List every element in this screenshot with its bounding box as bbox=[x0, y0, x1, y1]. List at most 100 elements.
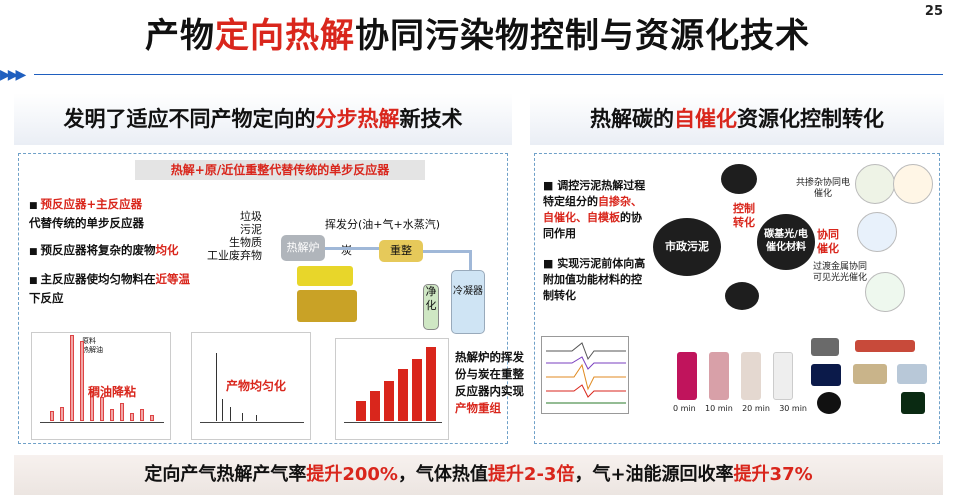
banner-text: ，气体热值 bbox=[397, 464, 488, 485]
feed-item: 垃圾 bbox=[240, 210, 262, 223]
carbon-material-label: 碳基光/电催化材料 bbox=[764, 229, 808, 253]
char-blob bbox=[721, 164, 757, 194]
generator-image bbox=[297, 266, 353, 286]
glow-image bbox=[811, 364, 841, 386]
film-image bbox=[853, 364, 887, 384]
device-photos bbox=[807, 334, 939, 418]
pellet-image bbox=[817, 392, 841, 414]
page-title-post: 协同污染物控制与资源化技术 bbox=[355, 16, 810, 56]
pyrolysis-reactor: 热解炉 bbox=[281, 235, 325, 261]
chart-bar bbox=[412, 359, 422, 421]
sludge-label: 市政污泥 bbox=[665, 240, 709, 253]
bullet-text: 调控污泥热解过程特定组分的 bbox=[543, 179, 646, 208]
chart-bar bbox=[50, 411, 54, 421]
feed-item: 污泥 bbox=[240, 223, 262, 236]
time-label: 10 min bbox=[705, 404, 733, 413]
feedstock-list: 垃圾 污泥 生物质 工业废弃物 bbox=[207, 210, 262, 262]
function-label: 过渡金属协同可见光光催化 bbox=[812, 262, 867, 283]
summary-banner: 定向产气热解产气率提升200%，气体热值提升2-3倍，气+油能源回收率提升37% bbox=[14, 455, 943, 495]
bullet-square-icon: ■ bbox=[29, 276, 38, 286]
left-panel-body: 热解+原/近位重整代替传统的单步反应器 ■预反应器+主反应器代替传统的单步反应器… bbox=[18, 153, 524, 444]
controlled-conversion: 控制转化 bbox=[733, 202, 755, 229]
char-blob bbox=[725, 282, 759, 310]
right-panel-body: ■ 调控污泥热解过程特定组分的自掺杂、自催化、自模板的协同作用 ■ 实现污泥前体… bbox=[534, 153, 940, 444]
chart-caption: 产物均匀化 bbox=[226, 379, 287, 393]
chart-bar bbox=[110, 409, 114, 421]
cell-image bbox=[897, 364, 927, 384]
chart-axis bbox=[344, 422, 442, 423]
chart-bar bbox=[370, 391, 380, 421]
bullet-text: 预反应器将复杂的废物 bbox=[40, 243, 156, 257]
chart-bar bbox=[60, 407, 64, 421]
bullet-text: 代替传统的单步反应器 bbox=[29, 216, 144, 230]
gas-pipe bbox=[423, 250, 469, 253]
purifier: 净化 bbox=[423, 284, 439, 330]
page-number: 25 bbox=[924, 4, 943, 19]
bullet-red-text: 预反应器+主反应器 bbox=[40, 197, 143, 211]
legend-item: 热解油 bbox=[82, 346, 103, 354]
banner-highlight: 提升200% bbox=[306, 464, 398, 485]
sludge-blob bbox=[653, 218, 721, 276]
led-image bbox=[901, 392, 925, 414]
chart-bar bbox=[120, 403, 124, 421]
chart-bar bbox=[80, 341, 84, 421]
page-title-pre: 产物 bbox=[145, 16, 215, 56]
chart-bar bbox=[130, 413, 134, 421]
bullet-text: 主反应器使均匀物料在 bbox=[40, 272, 156, 286]
homogenization-chart: 产物均匀化 bbox=[191, 332, 311, 440]
viscosity-chart: 原料 热解油 稠油降粘 bbox=[31, 332, 171, 440]
function-label: 共掺杂协同电催化 bbox=[795, 178, 850, 199]
bullet-item: ■预反应器将复杂的废物均化 bbox=[29, 242, 194, 261]
chart-axis bbox=[200, 422, 304, 423]
bullet-item: ■主反应器使均匀物料在近等温下反应 bbox=[29, 271, 194, 307]
photocatalysis-image bbox=[865, 272, 905, 312]
triple-arrow-icon: ▶▶▶ bbox=[0, 67, 26, 83]
chart-bar bbox=[140, 409, 144, 421]
bullet-red-text: 自掺杂、自催化、自模板 bbox=[543, 195, 642, 224]
chart-peak bbox=[216, 353, 217, 421]
time-label: 0 min bbox=[673, 404, 696, 413]
right-heading-post: 资源化控制转化 bbox=[737, 107, 884, 131]
vial-time-labels: 0 min 10 min 20 min 30 min bbox=[673, 404, 807, 413]
bullet-square-icon: ■ bbox=[29, 201, 38, 211]
mechanism-image bbox=[857, 212, 897, 252]
chart-peak bbox=[256, 415, 257, 421]
right-heading-pre: 热解碳的 bbox=[590, 107, 674, 131]
chart-caption: 稠油降粘 bbox=[88, 385, 137, 399]
gas-yield-chart bbox=[335, 338, 449, 440]
chart-bar bbox=[356, 401, 366, 421]
bullet-item: ■ 实现污泥前体向高附加值功能材料的控制转化 bbox=[543, 256, 649, 304]
vial-image bbox=[709, 352, 729, 400]
char-label: 炭 bbox=[341, 244, 352, 257]
right-panel-heading: 热解碳的自催化资源化控制转化 bbox=[530, 93, 944, 145]
bullet-square-icon: ■ bbox=[543, 179, 558, 192]
reformer-caption: 热解炉的挥发份与炭在重整反应器内实现产物重组 bbox=[455, 349, 525, 417]
time-label: 30 min bbox=[779, 404, 807, 413]
epr-spectrum-plot bbox=[546, 342, 626, 404]
banner-highlight: 提升2-3倍 bbox=[487, 464, 575, 485]
chart-legend: 原料 热解油 bbox=[82, 337, 103, 355]
banner-text: ，气+油能源回收率 bbox=[574, 464, 734, 485]
condenser: 冷凝器 bbox=[451, 270, 485, 334]
banner-highlight: 提升37% bbox=[733, 464, 813, 485]
time-label: 20 min bbox=[742, 404, 770, 413]
feed-item: 生物质 bbox=[229, 236, 262, 249]
left-panel-heading: 发明了适应不同产物定向的分步热解新技术 bbox=[14, 93, 512, 145]
furnace-image bbox=[855, 340, 915, 352]
vial-image bbox=[773, 352, 793, 400]
left-heading-accent: 分步热解 bbox=[315, 107, 400, 131]
reformer: 重整 bbox=[379, 240, 423, 262]
right-bullet-list: ■ 调控污泥热解过程特定组分的自掺杂、自催化、自模板的协同作用 ■ 实现污泥前体… bbox=[543, 178, 649, 318]
chart-bar bbox=[70, 335, 74, 421]
chart-bar bbox=[384, 381, 394, 421]
bullet-red-text: 近等温 bbox=[155, 272, 191, 286]
chart-peak bbox=[222, 399, 223, 421]
bullet-red-text: 均化 bbox=[155, 243, 179, 257]
powder-image bbox=[811, 338, 839, 356]
banner-text: 定向产气热解产气率 bbox=[144, 464, 307, 485]
electrocatalysis-image bbox=[855, 164, 895, 204]
divider-line bbox=[34, 74, 943, 75]
vial-image bbox=[741, 352, 761, 400]
carbon-material-blob bbox=[757, 214, 815, 270]
chart-axis bbox=[40, 422, 164, 423]
